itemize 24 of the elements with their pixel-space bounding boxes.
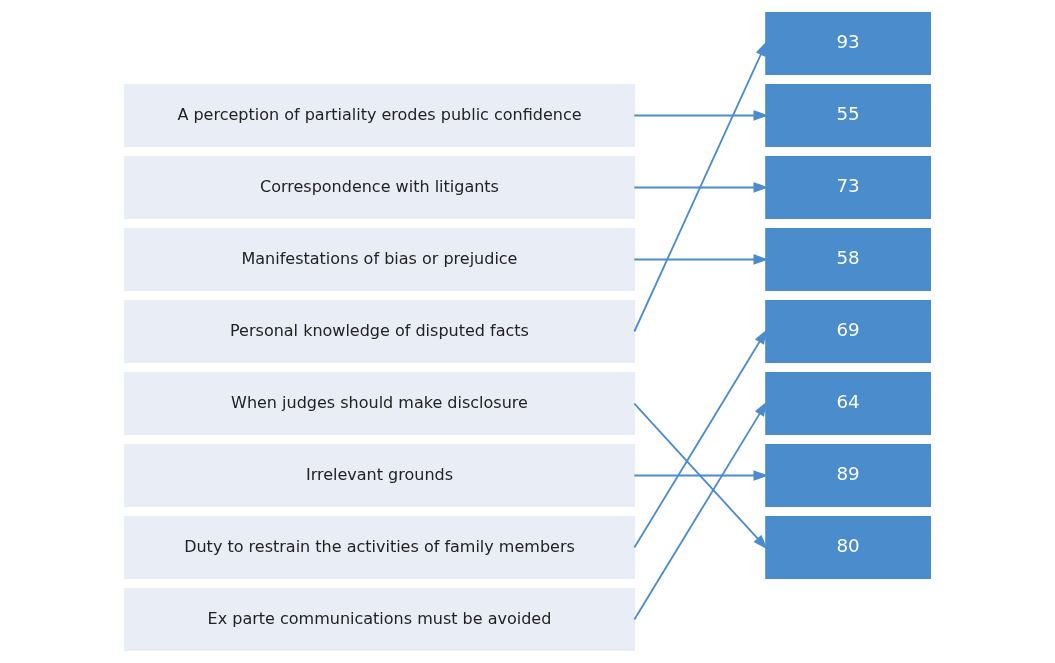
arrow xyxy=(633,470,769,481)
node-box: 89 xyxy=(765,444,931,507)
arrow xyxy=(633,401,768,621)
node-box: Ex parte communications must be avoided xyxy=(124,588,635,651)
arrow xyxy=(633,40,767,333)
node-box: Correspondence with litigants xyxy=(124,156,635,219)
node-box: 80 xyxy=(765,516,931,579)
node-box: 93 xyxy=(765,12,931,75)
node-box: When judges should make disclosure xyxy=(124,372,635,435)
node-box: Manifestations of bias or prejudice xyxy=(124,228,635,291)
node-box: 55 xyxy=(765,84,931,147)
node-box: A perception of partiality erodes public confidence xyxy=(124,84,635,147)
node-box: Duty to restrain the activities of family members xyxy=(124,516,635,579)
arrow xyxy=(633,329,768,549)
node-box: Personal knowledge of disputed facts xyxy=(124,300,635,363)
arrow xyxy=(633,182,769,193)
arrow xyxy=(633,110,769,121)
node-box: 69 xyxy=(765,300,931,363)
node-box: 64 xyxy=(765,372,931,435)
arrow xyxy=(633,254,769,265)
node-box: 58 xyxy=(765,228,931,291)
arrow xyxy=(633,402,768,550)
node-box: Irrelevant grounds xyxy=(124,444,635,507)
node-box: 73 xyxy=(765,156,931,219)
